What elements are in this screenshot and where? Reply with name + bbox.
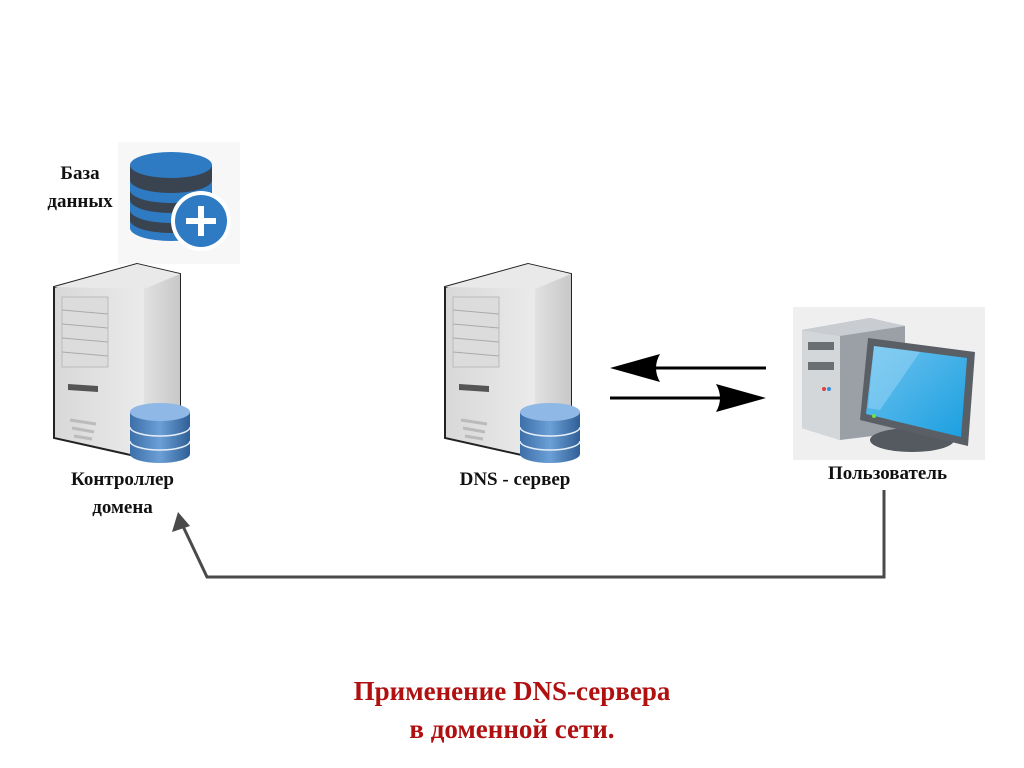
domain-controller-label-line1: Контроллер — [71, 469, 174, 490]
diagram-title-line1: Применение DNS-сервера — [353, 676, 671, 706]
domain-controller-server-icon — [53, 262, 181, 460]
dns-server-db-icon — [519, 403, 581, 463]
database-label: База данных — [30, 160, 130, 216]
arrow-dns-to-user — [610, 384, 766, 412]
database-plus-icon — [118, 142, 240, 264]
domain-controller-db-icon — [129, 403, 191, 463]
arrow-user-to-dns — [610, 354, 766, 382]
database-label-line1: База — [60, 163, 100, 184]
diagram-title: Применение DNS-сервера в доменной сети. — [262, 672, 762, 748]
user-label: Пользователь — [827, 463, 948, 484]
domain-controller-label: Контроллер домена — [40, 466, 205, 522]
database-label-line2: данных — [47, 191, 113, 212]
user-computer-icon — [793, 307, 985, 460]
diagram-title-line2: в доменной сети. — [409, 714, 615, 744]
connector-user-to-controller — [172, 490, 886, 579]
dns-server-label: DNS - сервер — [459, 469, 571, 490]
domain-controller-label-line2: домена — [92, 497, 153, 518]
